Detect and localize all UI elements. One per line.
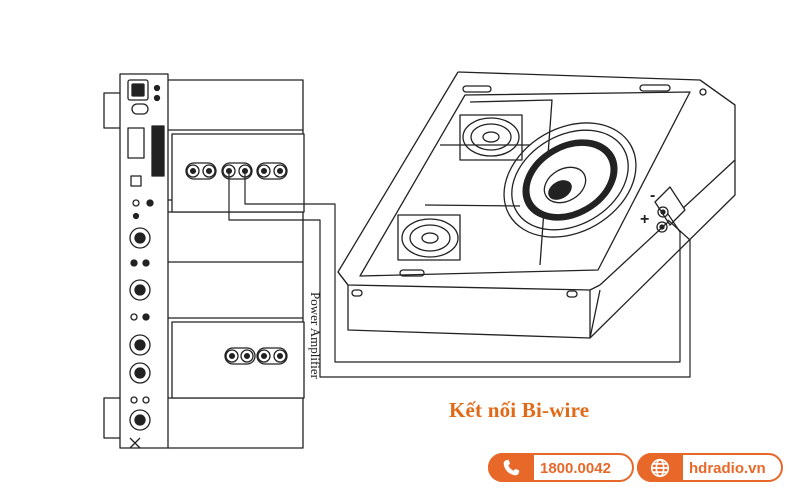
terminal-plus: + — [640, 211, 649, 228]
website-url: hdradio.vn — [689, 460, 766, 477]
terminal-minus: - — [650, 187, 655, 204]
globe-icon — [637, 453, 683, 482]
amplifier-label: Power Amplifier — [308, 292, 323, 380]
phone-number: 1800.0042 — [540, 460, 611, 477]
phone-contact-button[interactable]: 1800.0042 — [488, 453, 634, 482]
diagram-caption: Kết nối Bi-wire — [449, 398, 590, 422]
biwire-cables — [228, 171, 691, 378]
phone-icon — [488, 453, 534, 482]
speaker-cabinet — [337, 71, 736, 339]
power-amplifier — [103, 73, 305, 449]
website-link[interactable]: hdradio.vn — [637, 453, 783, 482]
